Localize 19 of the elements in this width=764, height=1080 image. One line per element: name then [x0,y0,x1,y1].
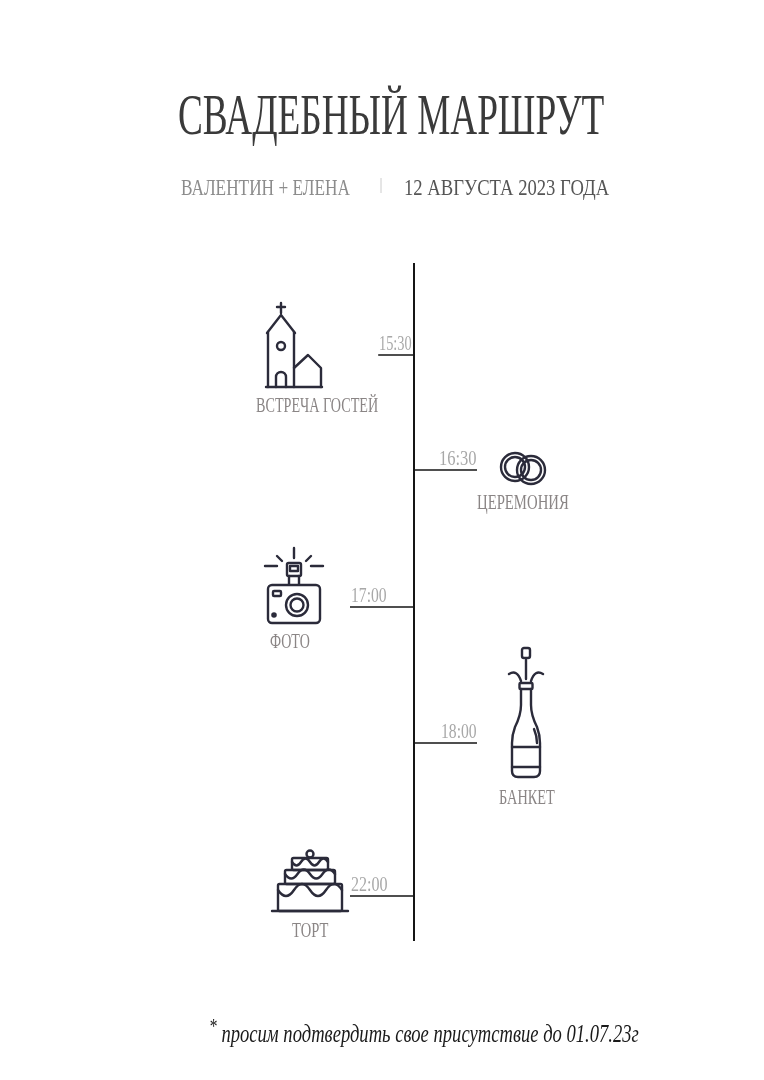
time-label: 17:00 [351,585,387,605]
time-label: 22:00 [351,874,388,894]
timeline-tick [349,895,414,897]
subtitle-text: ВАЛЕНТИН + ЕЛЕНА [181,175,350,199]
footnote-text: $^{*}$ просим подтвердить свое присутствие до 01.07.23г [209,1016,639,1047]
event-label: ЦЕРЕМОНИЯ [477,492,569,513]
event-label: БАНКЕТ [499,787,555,808]
timeline-tick [377,354,414,356]
time-label: 18:00 [441,721,477,741]
event-label: ТОРТ [292,920,329,941]
time-label: 16:30 [439,448,477,468]
subtitle-text: 12 АВГУСТА 2023 ГОДА [404,175,610,199]
timeline-tick [414,742,478,744]
event-label: ВСТРЕЧА ГОСТЕЙ [256,395,379,416]
timeline-axis [413,263,415,941]
timeline-tick [349,606,414,608]
time-label: 15:30 [379,333,412,353]
event-label: ФОТО [270,631,310,652]
timeline-tick [414,469,478,471]
